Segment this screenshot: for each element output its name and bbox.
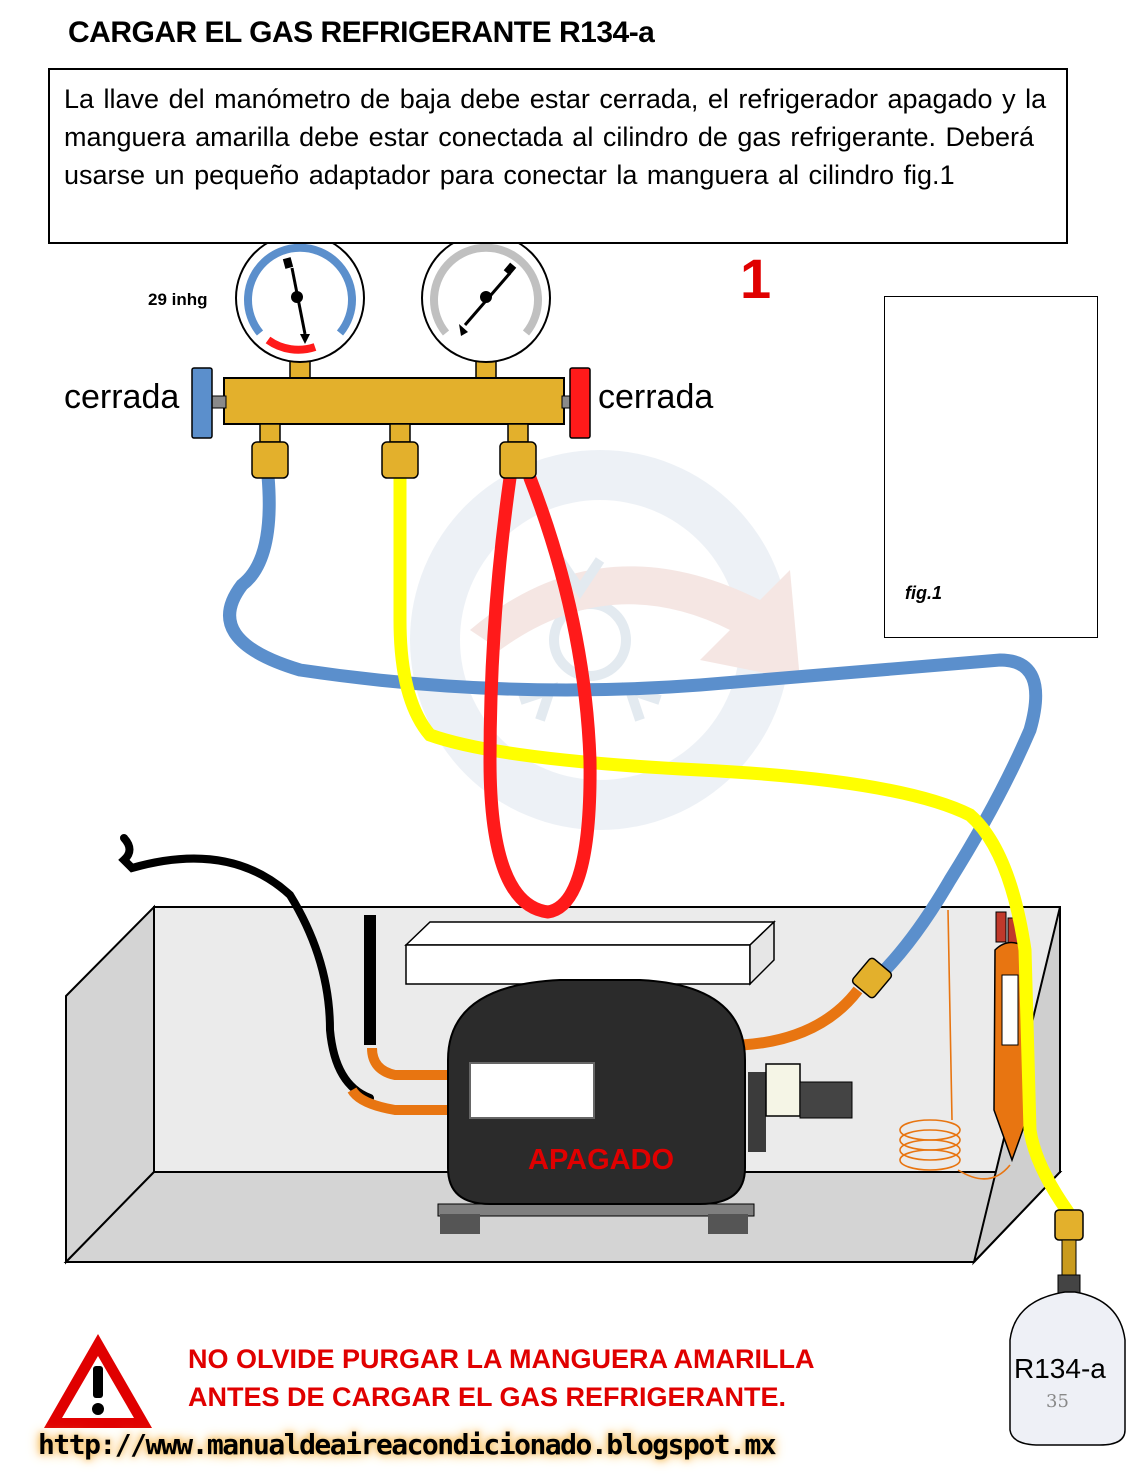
- low-valve-state-label: cerrada: [64, 378, 180, 416]
- capillary-coil: [899, 909, 1011, 1180]
- high-side-valve-knob[interactable]: [569, 367, 591, 439]
- warning-message: NO OLVIDE PURGAR LA MANGUERA AMARILLA AN…: [188, 1340, 814, 1416]
- warning-line-2: ANTES DE CARGAR EL GAS REFRIGERANTE.: [188, 1382, 787, 1412]
- step-number: 1: [740, 247, 772, 310]
- refrigerant-cylinder: [1009, 1209, 1126, 1446]
- copper-suction-line: [741, 986, 863, 1051]
- low-side-valve-knob[interactable]: [191, 367, 213, 439]
- hose-fitting: [851, 957, 893, 999]
- drip-tray: [404, 920, 776, 986]
- charging-yellow-hose: [393, 469, 1075, 1219]
- low-pressure-gauge: [235, 233, 365, 363]
- power-cord: [118, 834, 374, 1102]
- high-valve-state-label: cerrada: [598, 378, 714, 416]
- cylinder-label: R134-a: [1014, 1353, 1106, 1384]
- low-side-reading-label: 29 inhg: [148, 290, 208, 309]
- figure-label: fig.1: [905, 583, 943, 603]
- page-title: CARGAR EL GAS REFRIGERANTE R134-a: [68, 16, 655, 49]
- figure-box: [884, 296, 1098, 638]
- cylinder-number: 35: [1046, 1391, 1069, 1412]
- high-side-red-hose: [483, 471, 597, 919]
- compressor-status-label: APAGADO: [528, 1144, 675, 1176]
- warning-line-1: NO OLVIDE PURGAR LA MANGUERA AMARILLA: [188, 1344, 815, 1374]
- compressor: [437, 979, 853, 1234]
- high-pressure-gauge: [421, 233, 551, 363]
- instruction-box: [48, 68, 1068, 244]
- website-link[interactable]: http://www.manualdeaireacondicionado.blo…: [38, 1428, 777, 1461]
- instruction-text: La llave del manómetro de baja debe esta…: [64, 84, 1047, 190]
- warning-triangle-icon: [44, 1334, 152, 1428]
- manifold-gauge-set: [191, 233, 591, 479]
